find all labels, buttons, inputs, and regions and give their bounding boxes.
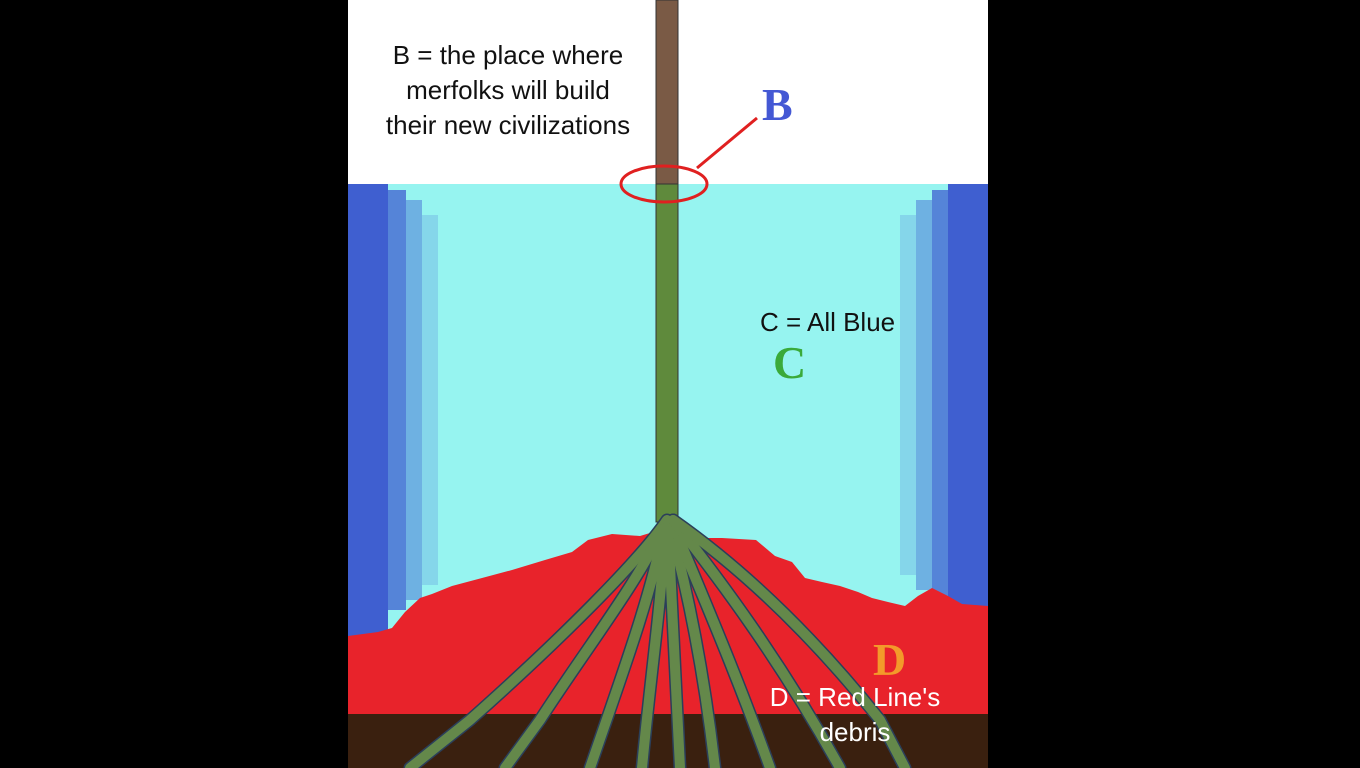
d-letter: D: [873, 634, 907, 685]
trunk-upper: [655, 0, 679, 187]
sea-edge-right: [900, 184, 988, 636]
d-caption: D = Red Line's debris: [750, 680, 960, 750]
b-letter: B: [762, 79, 793, 130]
d-caption-line-1: D = Red Line's: [769, 682, 941, 712]
c-letter: C: [773, 337, 807, 388]
d-caption-line-2: debris: [819, 717, 891, 747]
b-caption: B = the place where merfolks will build …: [360, 38, 656, 143]
c-caption: C = All Blue: [760, 307, 896, 337]
roots: [403, 513, 912, 768]
b-caption-line-2: merfolks will build: [406, 75, 610, 105]
trunk-lower: [655, 183, 679, 523]
marker-ellipse: [619, 164, 709, 204]
marker-pointer: [696, 116, 758, 170]
sea-edge-left: [348, 184, 438, 636]
b-caption-line-3: their new civilizations: [385, 110, 631, 140]
b-caption-line-1: B = the place where: [392, 40, 624, 70]
